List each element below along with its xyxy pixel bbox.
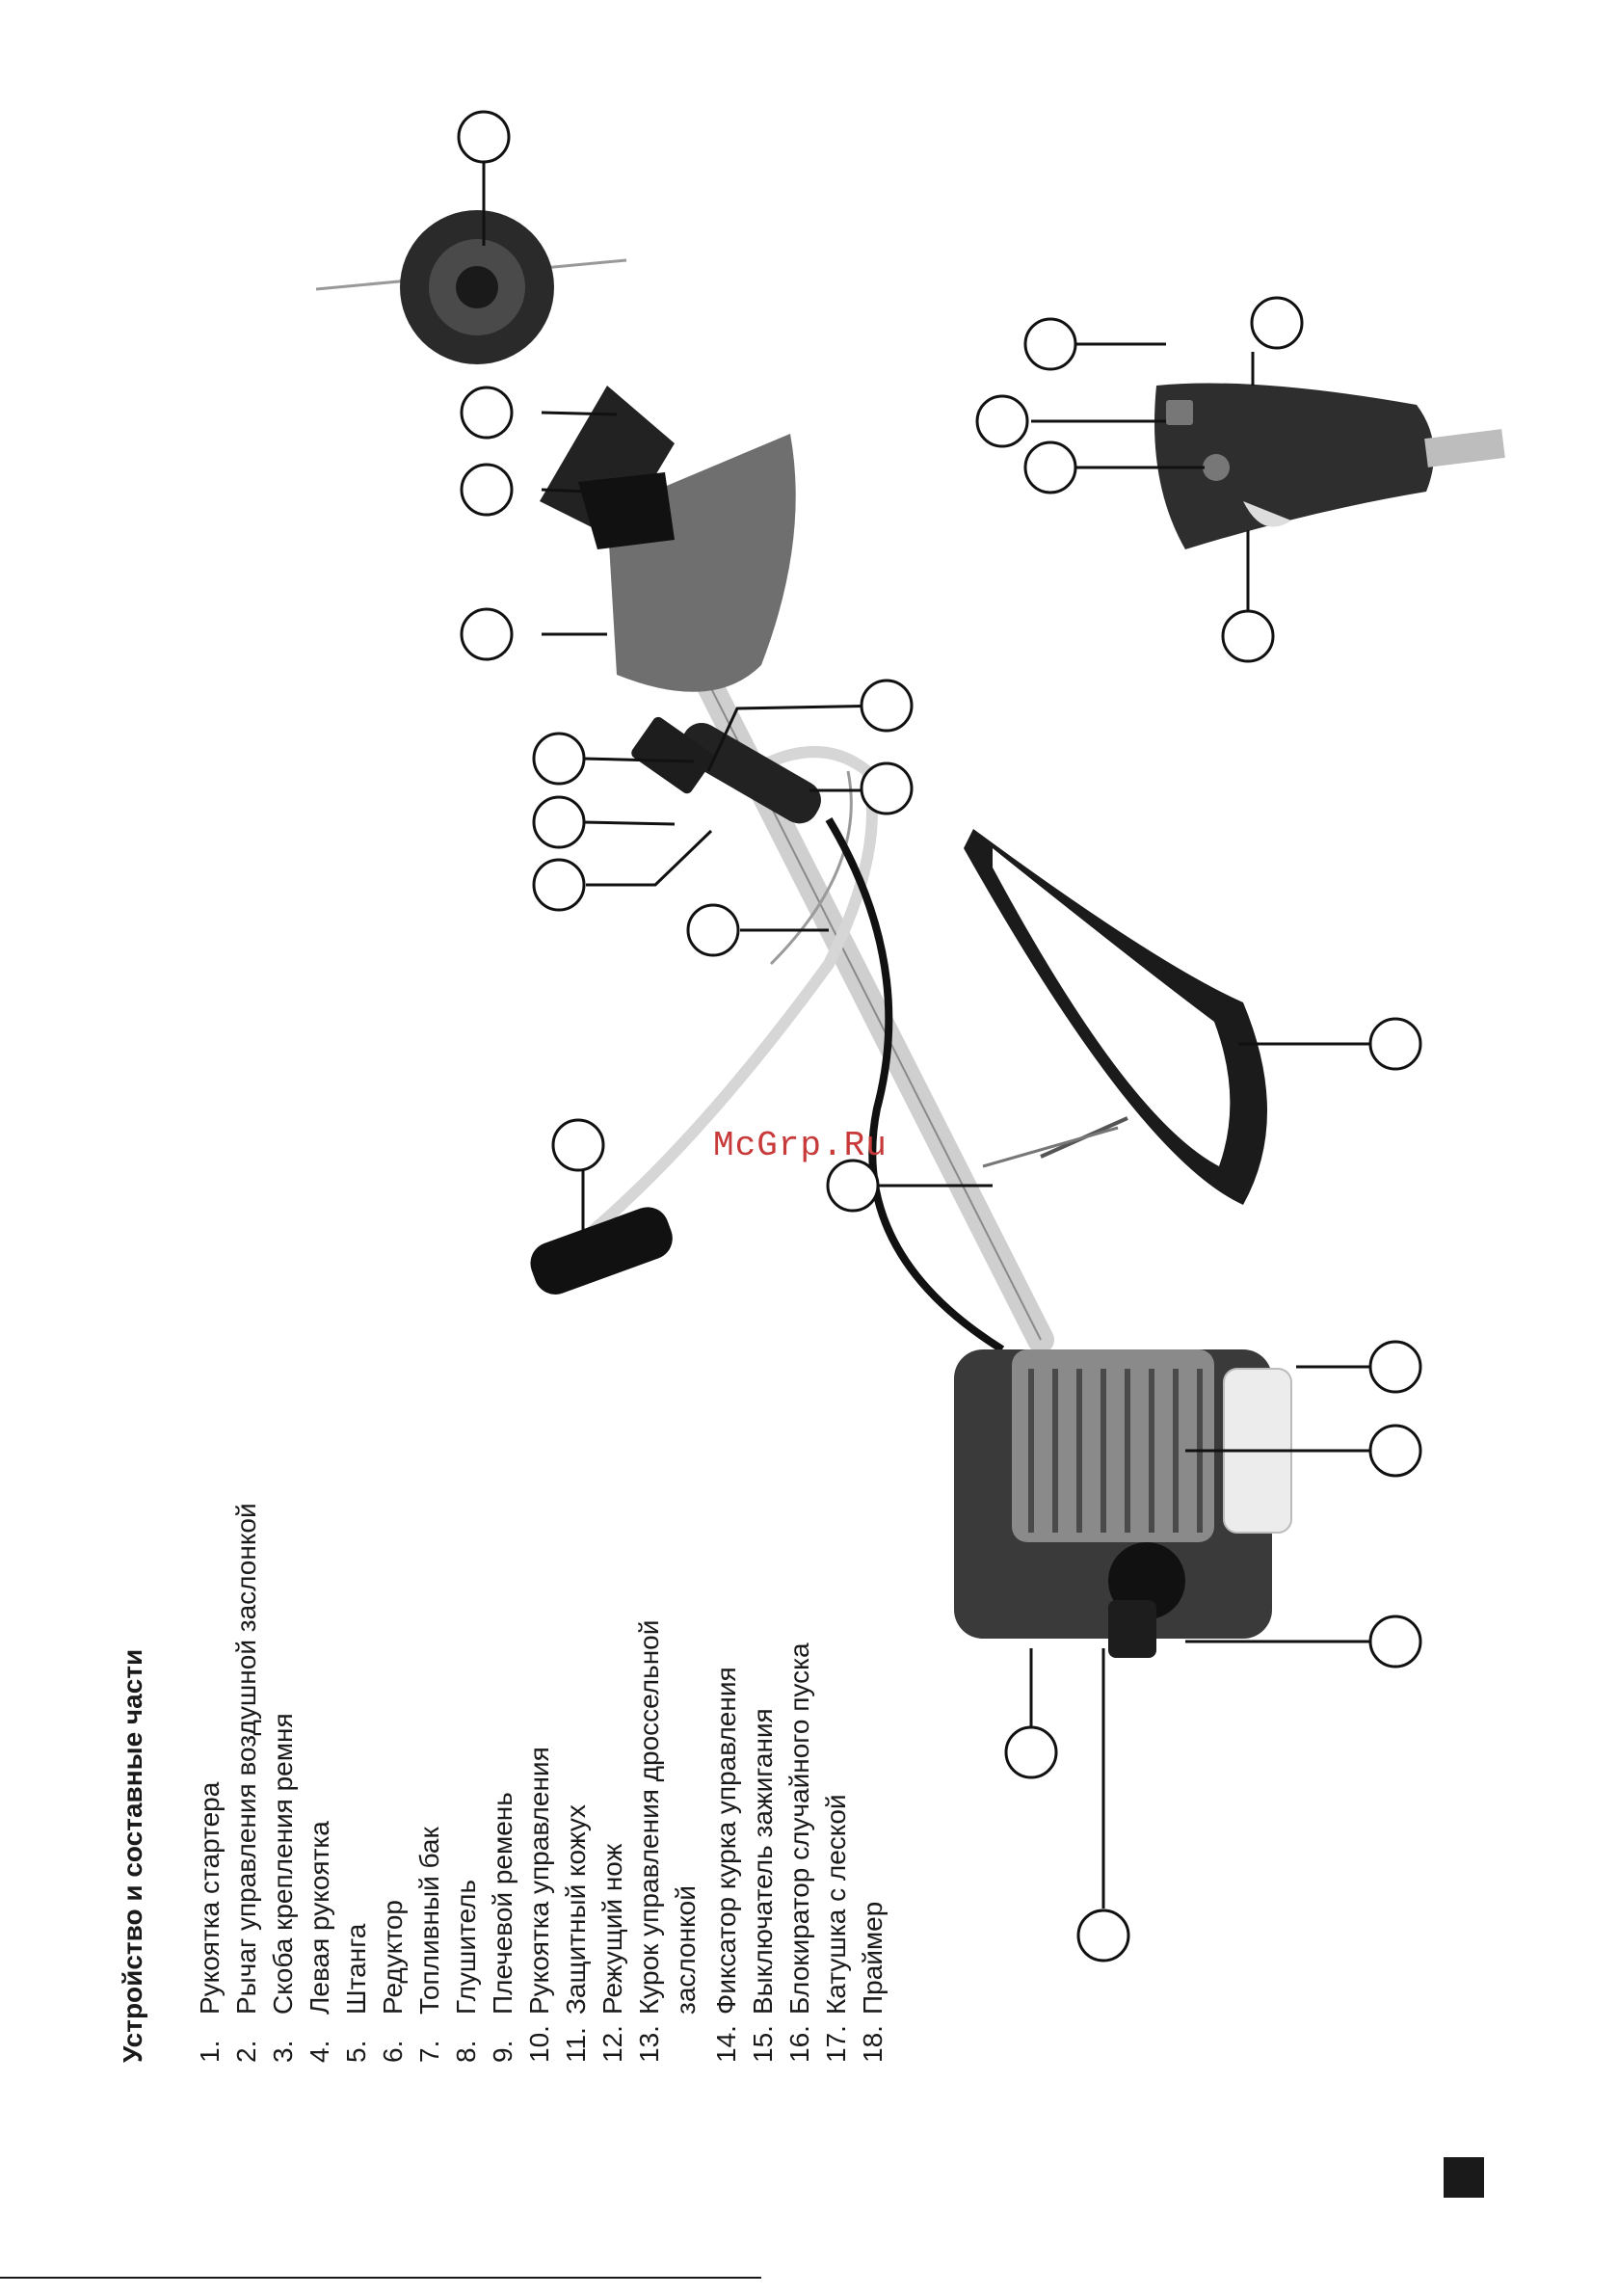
parts-heading: Устройство и составные части [118, 1649, 148, 2063]
page-marker-square [1444, 2157, 1484, 2198]
parts-list-item: 12.Режущий нож [597, 1843, 627, 2063]
parts-list-item: 15.Выключатель зажигания [748, 1708, 778, 2063]
watermark: McGrp.Ru [713, 1126, 888, 1165]
parts-list-item: 16.Блокиратор случайного пуска [784, 1642, 814, 2063]
parts-list-item: 6.Редуктор [378, 1900, 408, 2063]
parts-list-item: 8.Глушитель [451, 1879, 481, 2063]
handlebar-image [530, 716, 878, 1295]
parts-list-item: 3.Скоба крепления ремня [268, 1713, 298, 2063]
page-title: Устройство и составные части [118, 1648, 147, 2063]
guard-and-blade-image [540, 386, 796, 692]
throttle-cable-image [825, 816, 1005, 1353]
shoulder-strap-image [964, 829, 1267, 1205]
callout-circles [457, 110, 1422, 1962]
callout-lines [482, 160, 1378, 1909]
engine-image [954, 1349, 1292, 1658]
parts-list-item: 10.Рукоятка управления [524, 1747, 554, 2063]
parts-list-item: 11.Защитный кожух [561, 1804, 591, 2063]
parts-list-item: 13.Курок управления дроссельной [634, 1619, 664, 2063]
parts-list-item: 1.Рукоятка стартера [195, 1781, 225, 2063]
footer-divider [0, 2277, 761, 2279]
trimmer-head-image [315, 210, 627, 364]
parts-list-item: 17.Катушка с леской [821, 1794, 851, 2063]
parts-list-item: заслонкой [671, 1885, 701, 2015]
parts-list-item: 4.Левая рукоятка [305, 1821, 334, 2063]
throttle-handle-inset-image [1154, 383, 1505, 549]
parts-list-item: 18.Праймер [858, 1901, 888, 2063]
parts-list-item: 2.Рычаг управления воздушной заслонкой [231, 1503, 261, 2063]
parts-list-item: 9.Плечевой ремень [488, 1792, 517, 2063]
parts-list-item: 5.Штанга [341, 1923, 371, 2063]
parts-list-item: 7.Топливный бак [414, 1827, 444, 2063]
parts-list-item: 14.Фиксатор курка управления [711, 1667, 741, 2063]
